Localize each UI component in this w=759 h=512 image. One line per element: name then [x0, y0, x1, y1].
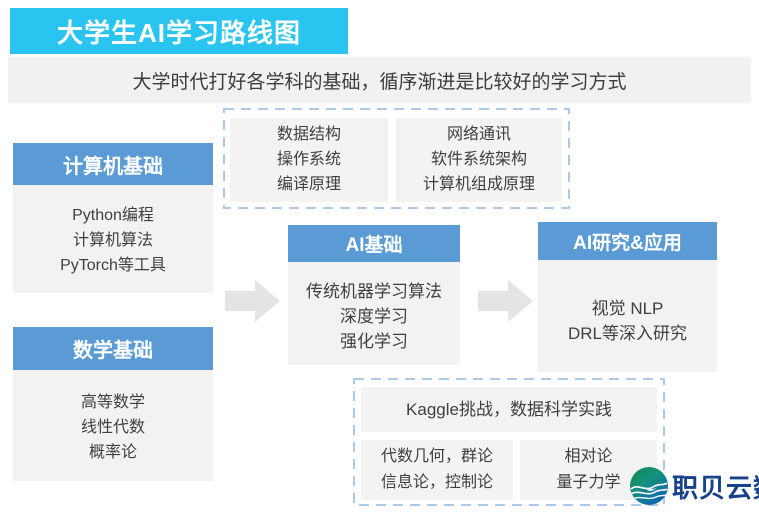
ai-basics-body: 传统机器学习算法 深度学习 强化学习: [288, 262, 460, 365]
wave-logo-icon: [630, 467, 668, 505]
ai-research-line: DRL等深入研究: [567, 324, 687, 343]
advanced-math-line: 信息论，控制论: [380, 474, 493, 491]
cs-courses-left-cell: 数据结构 操作系统 编译原理: [230, 118, 388, 202]
ai-research-line: 视觉 NLP: [591, 299, 664, 318]
physics-line: 量子力学: [556, 474, 621, 491]
ai-research-header: AI研究&应用: [538, 222, 717, 260]
advanced-math-line: 代数几何，群论: [380, 448, 493, 465]
subtitle-bar: 大学时代打好各学科的基础，循序渐进是比较好的学习方式: [8, 57, 751, 103]
ai-basics-line: 深度学习: [340, 307, 408, 326]
dashed-border: [353, 378, 665, 506]
practice-dashed-box: Kaggle挑战，数据科学实践 代数几何，群论 信息论，控制论 相对论 量子力学: [353, 378, 665, 506]
physics-cell: 相对论 量子力学: [520, 440, 657, 500]
math-basics-line: 线性代数: [80, 419, 145, 436]
cs-course-line: 软件系统架构: [430, 151, 527, 168]
kaggle-practice-cell: Kaggle挑战，数据科学实践: [361, 387, 657, 432]
computer-basics-line: 计算机算法: [72, 232, 153, 249]
physics-line: 相对论: [564, 448, 613, 465]
computer-basics-box: 计算机基础 Python编程 计算机算法 PyTorch等工具: [13, 143, 213, 293]
subtitle-text: 大学时代打好各学科的基础，循序渐进是比较好的学习方式: [132, 71, 627, 93]
watermark-logo: 职贝云数: [629, 466, 759, 506]
cs-course-line: 计算机组成原理: [422, 176, 535, 193]
computer-basics-line: PyTorch等工具: [60, 257, 166, 274]
ai-basics-line: 传统机器学习算法: [306, 282, 442, 301]
cs-course-line: 数据结构: [276, 126, 341, 143]
ai-basics-box: AI基础 传统机器学习算法 深度学习 强化学习: [288, 225, 460, 365]
math-basics-header: 数学基础: [13, 327, 213, 370]
math-basics-line: 高等数学: [80, 394, 145, 411]
arrow-right-icon: [478, 280, 533, 322]
computer-basics-header: 计算机基础: [13, 143, 213, 185]
math-basics-line: 概率论: [88, 444, 137, 461]
cs-courses-dashed-box: 数据结构 操作系统 编译原理 网络通讯 软件系统架构 计算机组成原理: [223, 108, 570, 209]
computer-basics-line: Python编程: [72, 207, 154, 224]
math-basics-box: 数学基础 高等数学 线性代数 概率论: [13, 327, 213, 481]
title-banner: 大学生AI学习路线图: [10, 8, 348, 54]
advanced-math-cell: 代数几何，群论 信息论，控制论: [361, 440, 513, 500]
ai-basics-header: AI基础: [288, 225, 460, 262]
math-basics-body: 高等数学 线性代数 概率论: [13, 370, 213, 481]
cs-course-line: 编译原理: [276, 176, 341, 193]
cs-course-line: 操作系统: [276, 151, 341, 168]
watermark-text: 职贝云数: [672, 472, 759, 503]
ai-basics-line: 强化学习: [340, 332, 408, 351]
arrow-right-icon: [225, 280, 280, 322]
cs-courses-right-cell: 网络通讯 软件系统架构 计算机组成原理: [396, 118, 562, 202]
dashed-border: [223, 108, 570, 209]
ai-research-box: AI研究&应用 视觉 NLP DRL等深入研究: [538, 222, 717, 372]
ai-research-body: 视觉 NLP DRL等深入研究: [538, 260, 717, 372]
computer-basics-body: Python编程 计算机算法 PyTorch等工具: [13, 185, 213, 293]
page-title: 大学生AI学习路线图: [56, 17, 301, 48]
cs-course-line: 网络通讯: [446, 126, 511, 143]
